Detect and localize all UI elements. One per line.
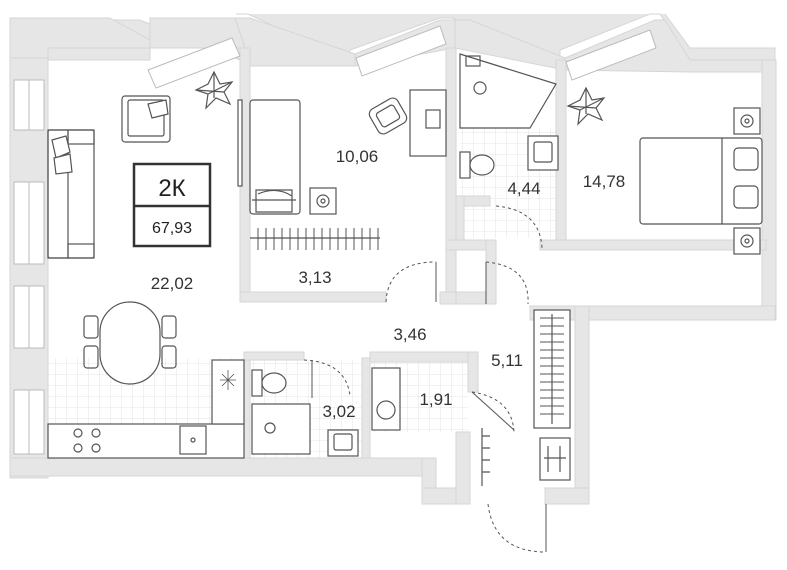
room-area-bedroom-large: 14,78 xyxy=(583,172,626,191)
washing-machine-icon xyxy=(371,367,401,431)
room-area-living-kitchen: 22,02 xyxy=(151,274,194,293)
room-area-closet: 3,13 xyxy=(298,268,331,287)
toilet-icon xyxy=(251,369,287,397)
wardrobe-icon xyxy=(533,309,571,429)
rack-icon xyxy=(481,428,490,486)
room-area-laundry: 1,91 xyxy=(419,390,452,409)
bed-icon xyxy=(249,99,337,215)
windows xyxy=(13,25,657,455)
kitchen-counter-icon xyxy=(47,359,245,459)
room-labels: 22,02 10,06 3,13 3,46 4,44 14,78 3,02 1,… xyxy=(151,147,626,421)
plant-icon xyxy=(566,86,606,126)
desk-icon xyxy=(409,89,447,157)
room-area-bedroom-small: 10,06 xyxy=(336,147,379,166)
shower-icon xyxy=(459,53,557,129)
plant-icon xyxy=(194,70,234,110)
sink-icon xyxy=(327,429,359,457)
toilet-icon xyxy=(459,151,495,179)
sofa-icon xyxy=(47,129,95,259)
apartment-badge: 2К 67,93 xyxy=(132,162,212,248)
armchair-icon xyxy=(368,97,408,135)
apartment-type: 2К xyxy=(158,175,185,202)
shoe-rack-icon xyxy=(539,437,571,481)
shower-tray-icon xyxy=(251,403,311,455)
doors xyxy=(303,205,547,553)
room-area-bathroom-top: 4,44 xyxy=(507,179,540,198)
wardrobe-icon xyxy=(250,228,380,250)
apartment-total-area: 67,93 xyxy=(152,220,192,237)
room-area-bathroom-bottom: 3,02 xyxy=(322,402,355,421)
dining-table-icon xyxy=(83,301,177,385)
room-area-hall: 3,46 xyxy=(393,325,426,344)
double-bed-icon xyxy=(639,107,763,255)
room-area-corridor: 5,11 xyxy=(491,351,523,370)
sink-icon xyxy=(527,135,559,171)
furniture xyxy=(47,53,763,486)
armchair-icon xyxy=(121,95,171,143)
